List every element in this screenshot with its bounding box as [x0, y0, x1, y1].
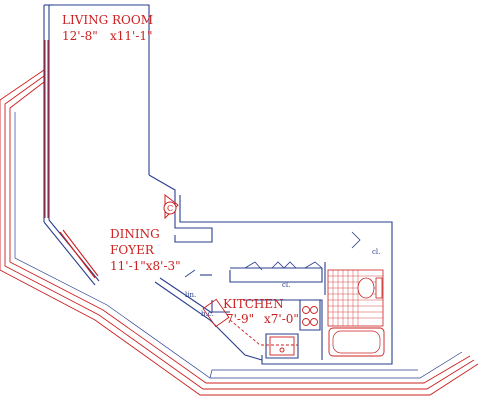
- window-marks: [44, 40, 99, 279]
- balcony-outline: [0, 69, 479, 396]
- dining-dims: 11'-1"x8'-3": [110, 259, 181, 273]
- kitchen-dim-a: 7'-9": [226, 312, 254, 326]
- dining-foyer: DINING FOYER 11'-1"x8'-3": [110, 227, 181, 273]
- living-room-dim-a: 12'-8": [62, 29, 98, 43]
- kitchen-fixtures: [202, 298, 318, 356]
- dining-title: DINING: [110, 227, 160, 241]
- foyer-title: FOYER: [110, 243, 155, 257]
- kitchen-sink: [269, 336, 295, 356]
- door-swings: [184, 231, 361, 278]
- stove-burner: [302, 306, 310, 314]
- terrace-outline: [14, 112, 463, 379]
- column-symbol: C: [163, 193, 179, 220]
- walls: [43, 4, 393, 365]
- closet-small-label: cl.: [372, 248, 380, 256]
- column-label: C: [167, 204, 173, 213]
- linen-closet-label: lin.: [185, 291, 196, 299]
- kitchen-title: KITCHEN: [223, 297, 284, 311]
- bathtub: [328, 327, 385, 357]
- broom-closet-label: b.c.: [201, 310, 214, 318]
- toilet: [357, 277, 375, 299]
- refrigerator: [202, 298, 230, 328]
- living-room: LIVING ROOM 12'-8" x11'-1": [62, 13, 153, 43]
- kitchen-dim-b: x7'-0": [264, 312, 299, 326]
- kitchen: KITCHEN 7'-9" x7'-0": [223, 297, 299, 326]
- bathroom: [327, 269, 385, 357]
- living-room-dim-b: x11'-1": [110, 29, 153, 43]
- living-room-title: LIVING ROOM: [62, 13, 153, 27]
- closet-label: cl.: [282, 281, 290, 289]
